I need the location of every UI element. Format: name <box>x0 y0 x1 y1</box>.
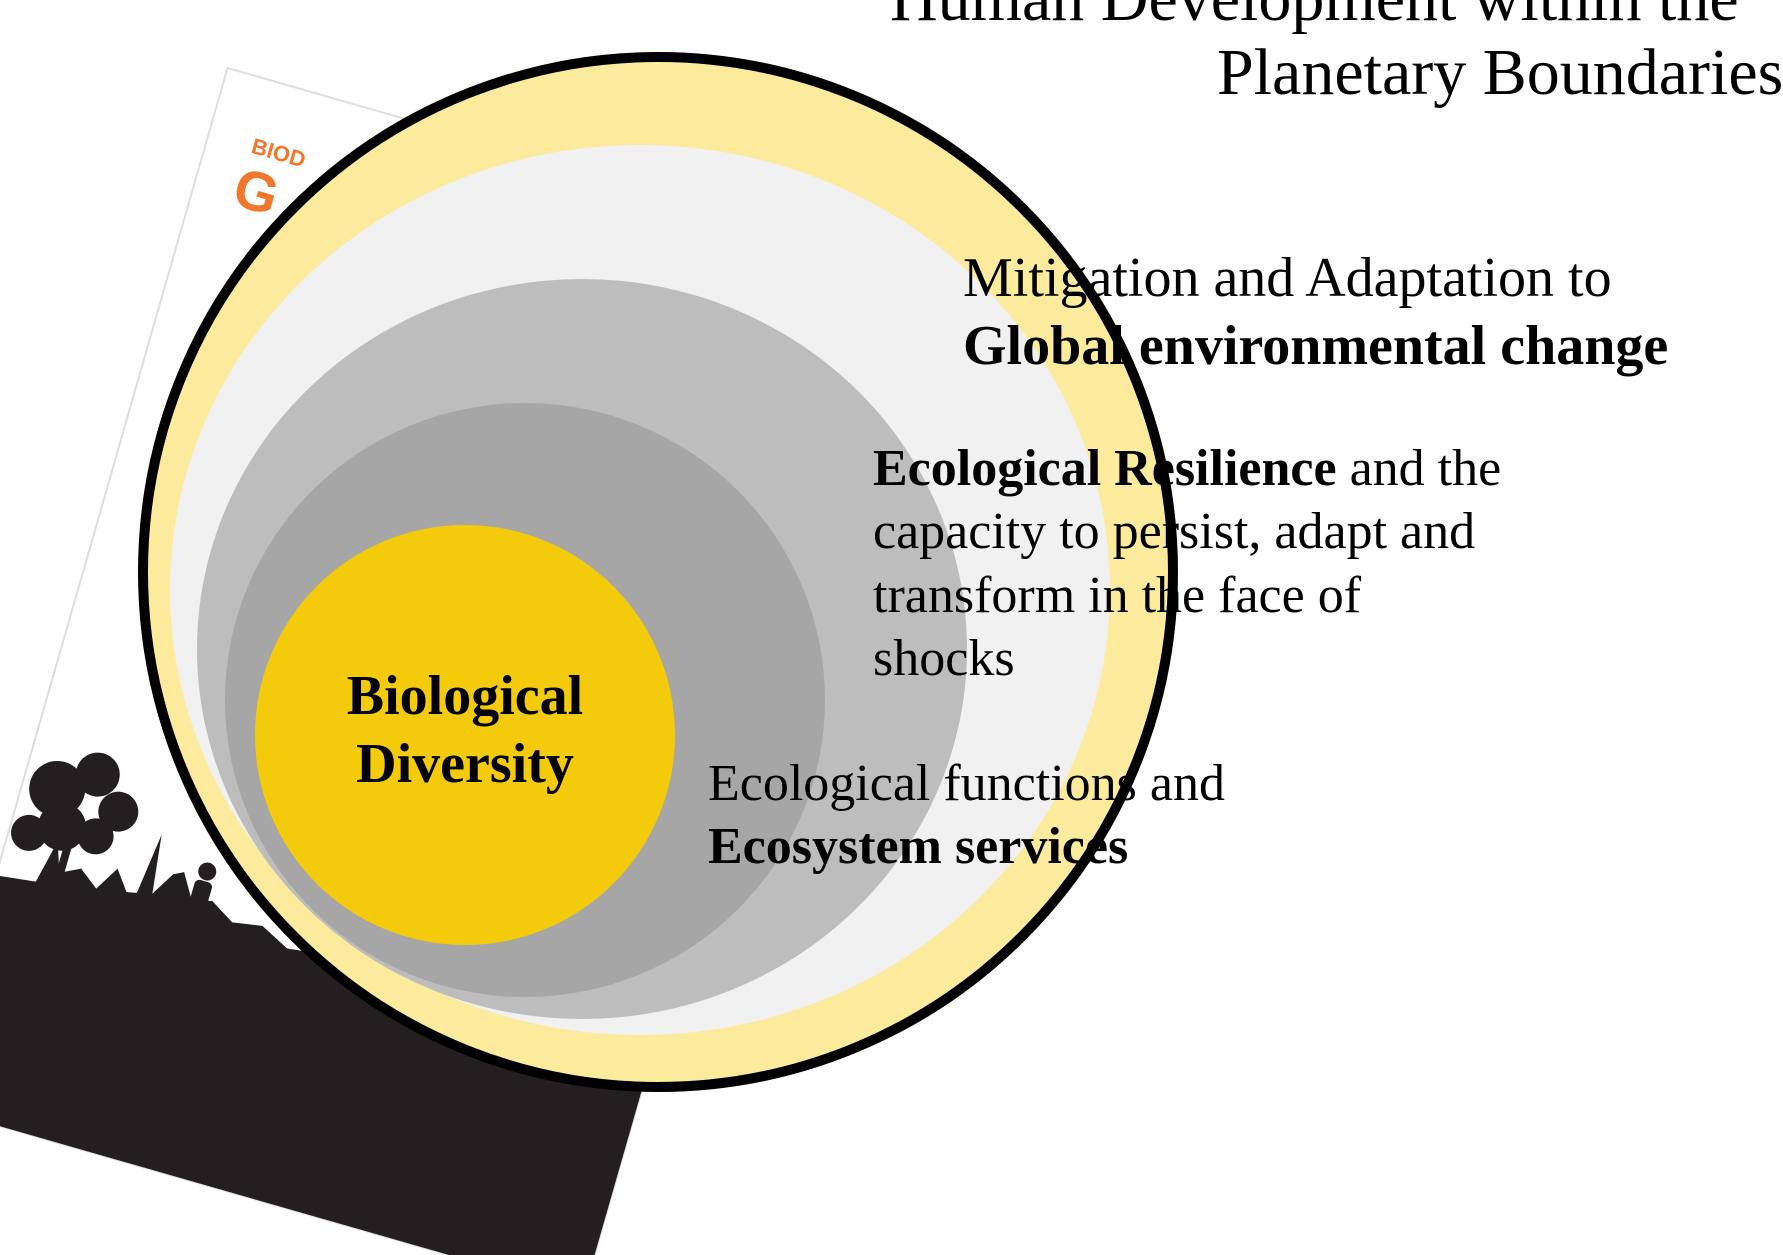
title-line-1: Human Development within the <box>890 0 1739 32</box>
tree-silhouette <box>10 752 139 894</box>
church-spire <box>136 834 162 900</box>
label-resilience: Ecological Resilience and the capacity t… <box>873 443 1501 697</box>
label-resilience-rest: and the <box>1336 440 1502 497</box>
label-resilience-bold: Ecological Resilience <box>873 440 1337 497</box>
label-global-change-bold: Global environmental change <box>963 315 1669 378</box>
label-biodiversity-line2: Diversity <box>356 733 574 796</box>
label-ecosystem-services: Ecological functions and Ecosystem servi… <box>708 755 1225 885</box>
label-biodiversity-line1: Biological <box>346 665 584 727</box>
label-biodiversity: Biological Diversity <box>300 668 630 805</box>
person-silhouette <box>186 862 217 919</box>
outer-outline <box>138 52 1178 1092</box>
city-silhouette <box>0 841 645 1255</box>
label-ecosystem-services-prefix: Ecological functions and <box>708 755 1225 812</box>
label-resilience-line2: capacity to persist, adapt and <box>873 503 1476 561</box>
title-line-2: Planetary Boundaries <box>1217 36 1783 109</box>
core-biodiversity <box>255 525 675 945</box>
label-global-change: Mitigation and Adaptation to Global envi… <box>963 250 1668 387</box>
label-global-change-prefix: Mitigation and Adaptation to <box>963 247 1612 309</box>
label-resilience-line4: shocks <box>873 630 1015 688</box>
label-resilience-line3: transform in the face of <box>873 566 1362 624</box>
label-ecosystem-services-bold: Ecosystem services <box>708 818 1129 876</box>
label-resilience-line1: Ecological Resilience and the <box>873 443 1501 506</box>
